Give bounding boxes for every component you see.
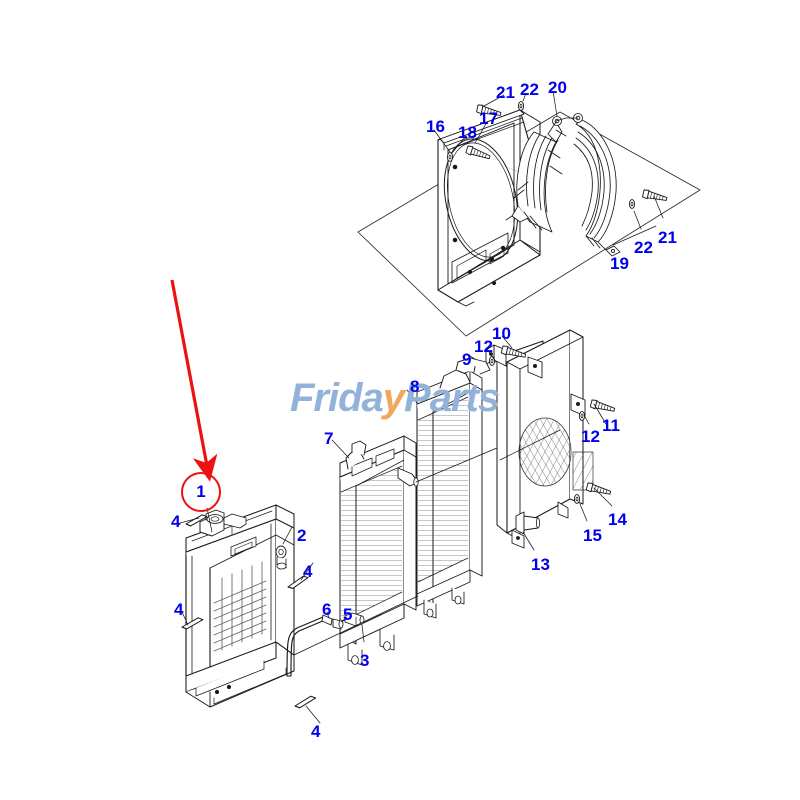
callout-12: 12: [581, 427, 600, 446]
highlighted-callout-1: 1: [181, 472, 221, 512]
callout-10: 10: [492, 324, 511, 343]
callout-22: 22: [520, 80, 539, 99]
callout-7: 7: [324, 429, 334, 448]
callout-9: 9: [462, 350, 472, 369]
callout-17: 17: [479, 109, 498, 128]
callout-11: 11: [602, 416, 620, 435]
callout-12: 12: [474, 337, 493, 356]
callout-5: 5: [343, 605, 353, 624]
watermark-text-secondary: Parts: [404, 376, 500, 420]
callout-4: 4: [174, 600, 184, 619]
watermark-text-accent: y: [382, 376, 405, 420]
callout-8: 8: [410, 377, 420, 396]
callout-3: 3: [360, 651, 370, 670]
callout-21: 21: [496, 83, 515, 102]
callout-14: 14: [608, 510, 627, 529]
callout-20: 20: [548, 78, 567, 97]
callout-4: 4: [171, 512, 181, 531]
callout-18: 18: [458, 123, 477, 142]
callout-19: 19: [610, 254, 629, 273]
callout-15: 15: [583, 526, 602, 545]
callout-4: 4: [303, 562, 313, 581]
callout-2: 2: [297, 526, 307, 545]
highlight-arrow: [170, 279, 218, 482]
watermark-text-primary: Frida: [290, 376, 384, 420]
callout-22: 22: [634, 238, 653, 257]
callout-21: 21: [658, 228, 677, 247]
callout-6: 6: [322, 600, 332, 619]
callout-4: 4: [311, 722, 321, 741]
watermark: FridayParts: [290, 376, 500, 421]
callout-13: 13: [531, 555, 550, 574]
callout-16: 16: [426, 117, 445, 136]
